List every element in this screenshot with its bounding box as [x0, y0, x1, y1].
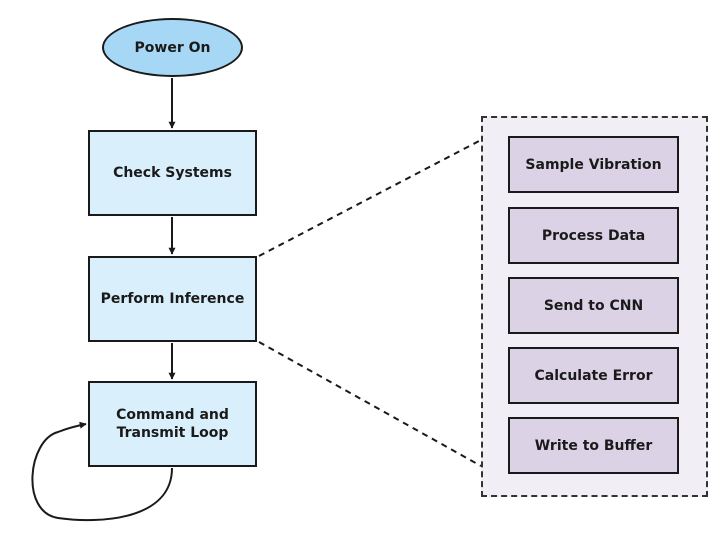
detail-step-send-to-cnn: Send to CNN [508, 277, 679, 334]
start-node-label: Power On [134, 39, 211, 56]
loop-arrow [31, 421, 173, 522]
detail-step-label: Calculate Error [534, 367, 653, 384]
process-node-label: Perform Inference [100, 291, 245, 307]
detail-step-label: Process Data [541, 227, 646, 244]
start-node-power-on: Power On [102, 18, 243, 77]
expansion-line-bottom [258, 341, 482, 467]
detail-step-calculate-error: Calculate Error [508, 347, 679, 404]
detail-step-sample-vibration: Sample Vibration [508, 136, 679, 193]
process-node-perform-inference: Perform Inference [88, 256, 257, 342]
detail-step-label: Sample Vibration [525, 156, 662, 173]
expansion-line-top [258, 139, 482, 257]
detail-step-label: Write to Buffer [534, 437, 653, 454]
detail-step-write-to-buffer: Write to Buffer [508, 417, 679, 474]
process-node-label: Check Systems [113, 165, 232, 181]
process-node-check-systems: Check Systems [88, 130, 257, 216]
process-node-label: Command and Transmit Loop [116, 407, 229, 441]
detail-step-process-data: Process Data [508, 207, 679, 264]
process-node-command-transmit-loop: Command and Transmit Loop [88, 381, 257, 467]
detail-step-label: Send to CNN [543, 297, 644, 314]
